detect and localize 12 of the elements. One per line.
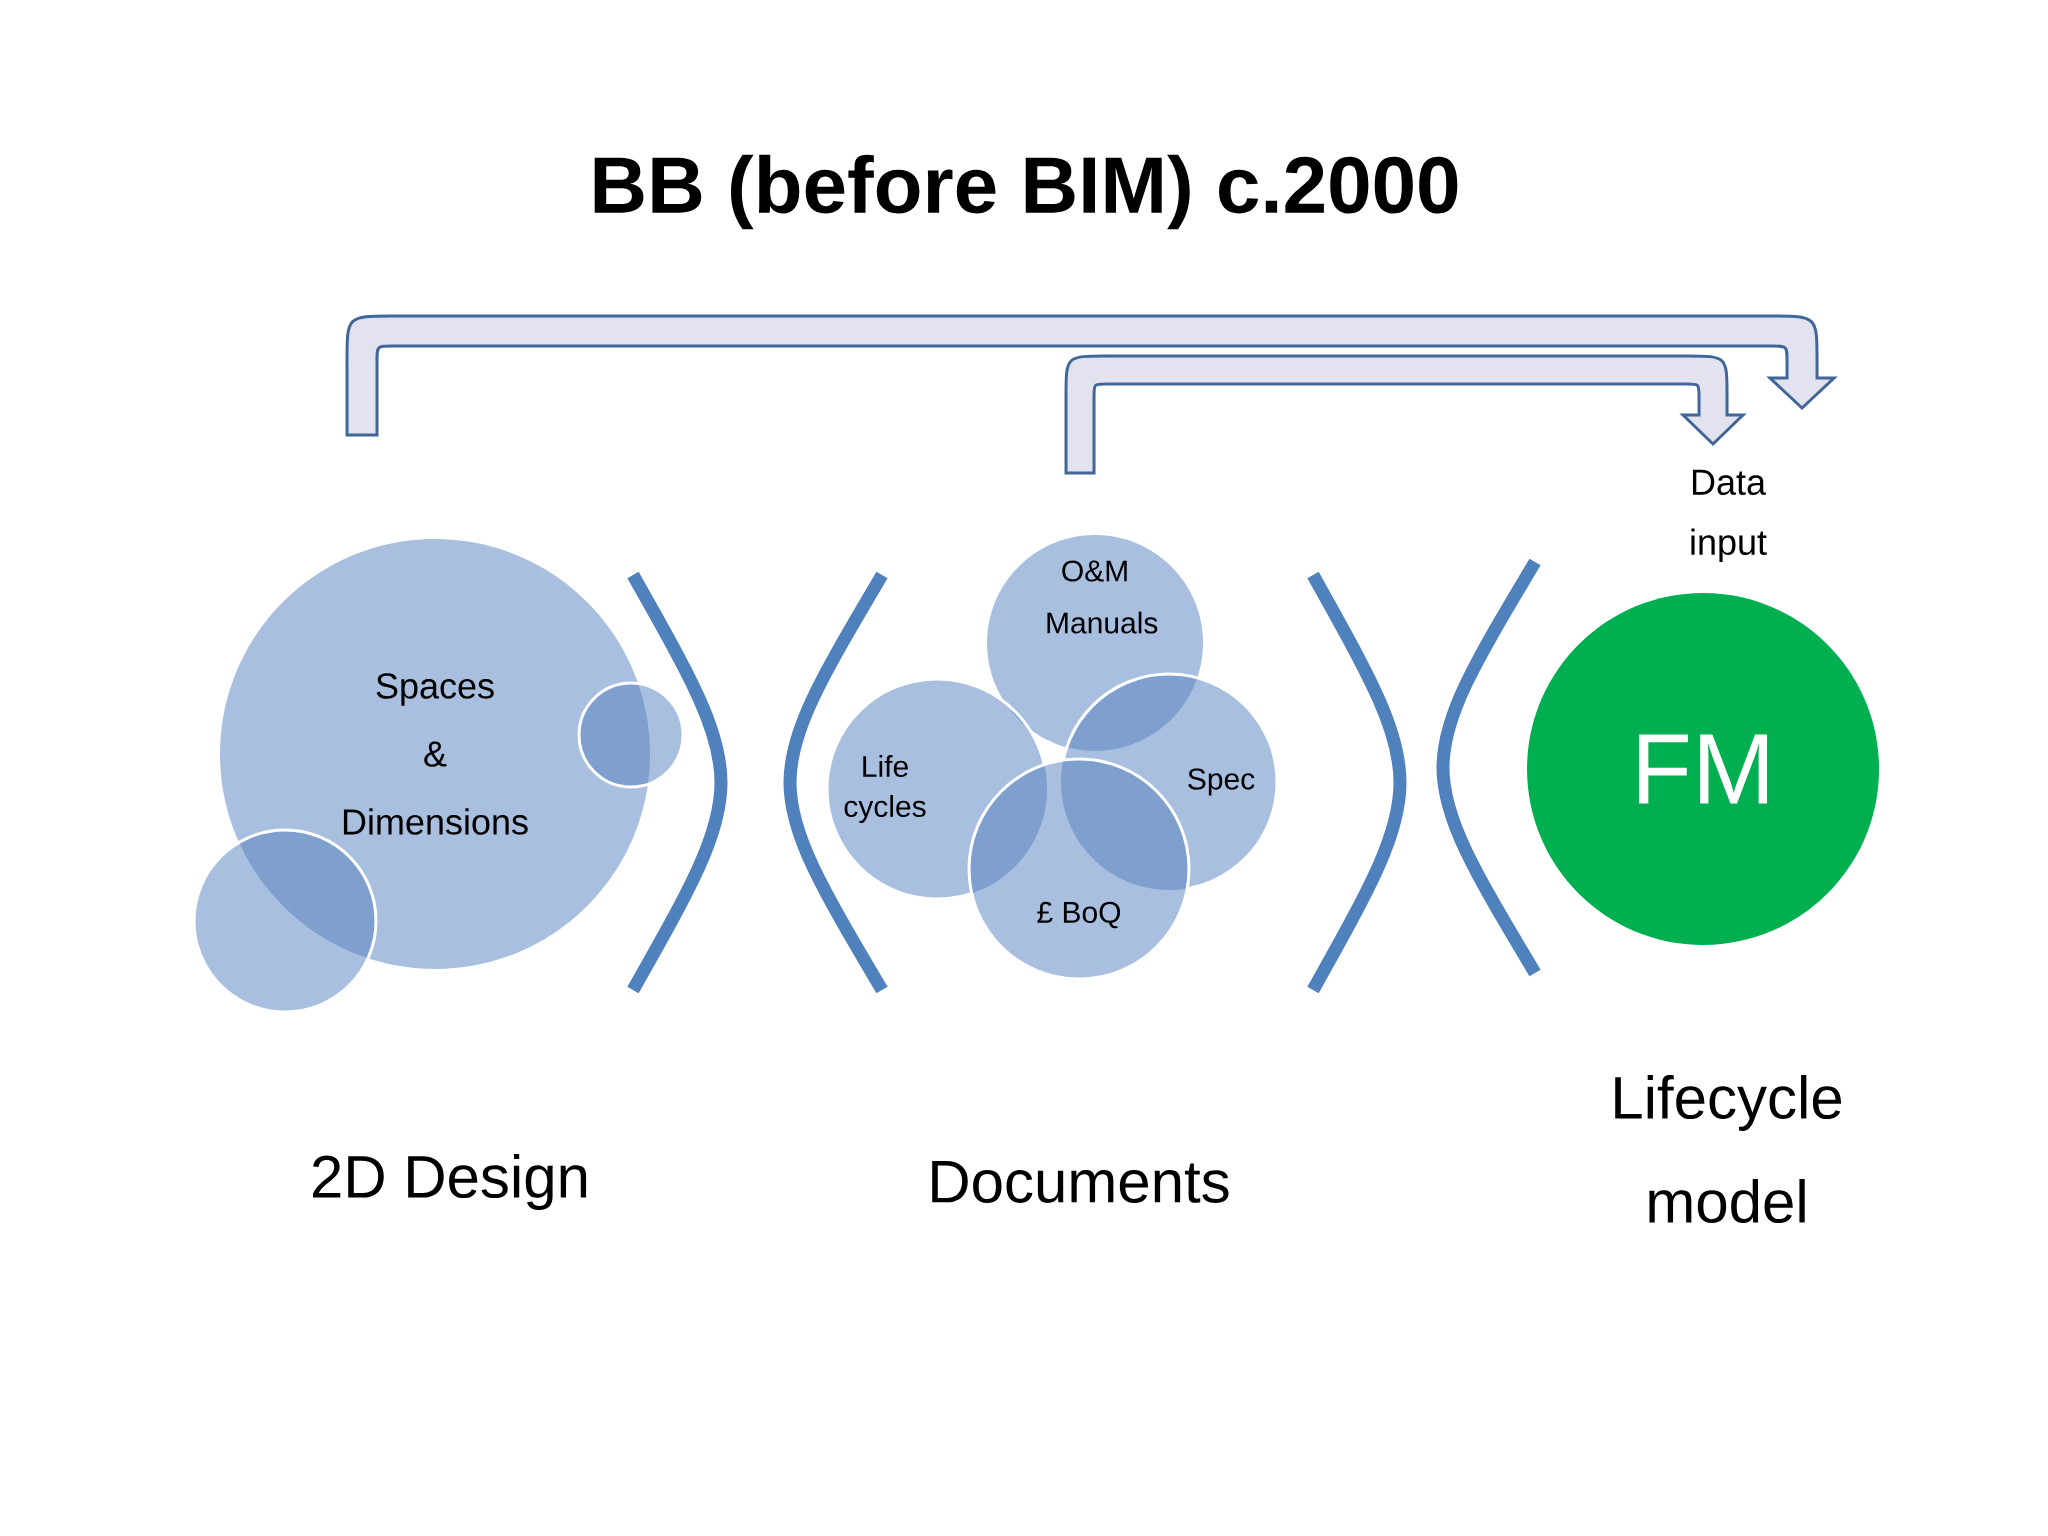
bent-arrow	[345, 314, 1836, 437]
caption: Lifecycle model	[1615, 1075, 1842, 1224]
bent-arrow	[1064, 354, 1745, 475]
caption: 2D Design	[312, 1154, 587, 1210]
node-label: O&M Manuals	[1047, 560, 1158, 634]
circle	[577, 681, 685, 789]
node-label: Life cycles	[844, 755, 926, 823]
node-label: £ BoQ	[1037, 901, 1121, 929]
node-label: Spec	[1188, 768, 1255, 796]
caption: Documents	[932, 1161, 1229, 1203]
title: BB (before BIM) c.2000	[594, 154, 1458, 230]
text-label: Data input	[1691, 469, 1767, 563]
